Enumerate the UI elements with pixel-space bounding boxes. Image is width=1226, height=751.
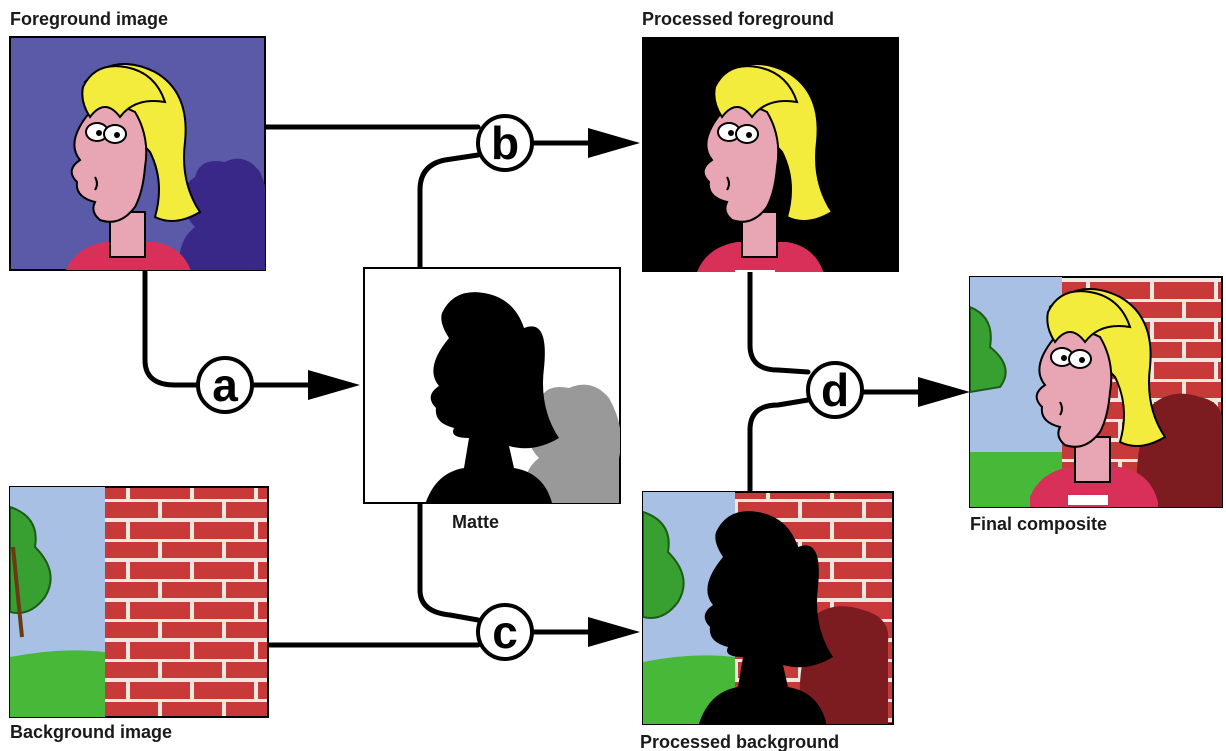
line-processed-background-to-d [747, 397, 811, 495]
node-b-letter: b [491, 117, 519, 169]
line-matte-to-b [417, 152, 481, 271]
node-c: c [476, 603, 534, 661]
background-image-panel [9, 486, 269, 718]
processed-foreground-label: Processed foreground [642, 9, 834, 29]
final-composite-panel [969, 276, 1223, 508]
node-c-letter: c [492, 606, 518, 658]
line-processed-foreground-to-d [747, 269, 811, 375]
node-a-letter: a [212, 359, 238, 411]
node-b: b [476, 114, 534, 172]
processed-background-panel [642, 491, 894, 725]
arrowhead-c [588, 617, 640, 647]
arrowhead-b [588, 128, 640, 158]
foreground-image-panel [9, 36, 266, 271]
connectors [142, 124, 923, 648]
final-composite-label: Final composite [970, 514, 1107, 534]
processed-background-label: Processed background [640, 732, 839, 751]
arrowhead-a [308, 370, 360, 400]
arrowheads [308, 128, 970, 647]
foreground-shadow [179, 158, 265, 270]
node-a: a [196, 356, 254, 414]
matte-label: Matte [452, 512, 499, 532]
line-foreground-to-a [142, 269, 201, 388]
node-d-letter: d [821, 364, 849, 416]
line-matte-to-c [417, 502, 481, 623]
processed-foreground-panel [642, 37, 899, 272]
matte-panel [363, 267, 621, 504]
background-image-label: Background image [10, 722, 172, 742]
foreground-image-label: Foreground image [10, 9, 168, 29]
node-d: d [806, 361, 864, 419]
arrowhead-d [918, 377, 970, 407]
